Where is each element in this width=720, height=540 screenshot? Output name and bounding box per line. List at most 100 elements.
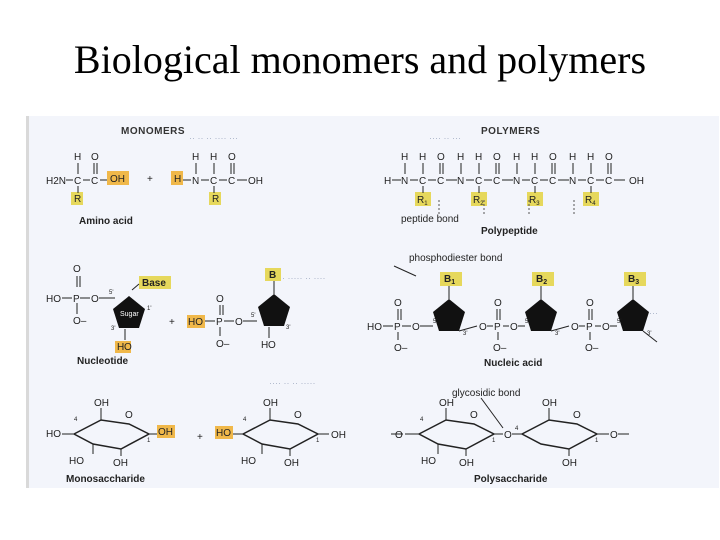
figure-canvas: ·· ·· ·· ···· ··· ···· ·· ··· ·· ····· ·… bbox=[46, 126, 658, 485]
nucleotide-label: Nucleotide bbox=[77, 356, 129, 367]
svg-text:3': 3' bbox=[286, 325, 290, 331]
polypeptide-c-alpha: C bbox=[419, 176, 426, 187]
phosphate-p-atom: P bbox=[586, 322, 593, 333]
svg-text:4: 4 bbox=[243, 417, 247, 423]
polypeptide-c-alpha: C bbox=[587, 176, 594, 187]
carboxyl-oh-highlight bbox=[107, 171, 129, 185]
svg-text:OH: OH bbox=[248, 176, 263, 187]
base-highlight bbox=[624, 272, 646, 286]
svg-text:O: O bbox=[294, 410, 302, 421]
hexose-ring bbox=[72, 419, 151, 450]
svg-text:C: C bbox=[74, 176, 81, 187]
phosphodiester-bond-label: phosphodiester bond bbox=[409, 253, 502, 264]
svg-text:H: H bbox=[210, 152, 217, 163]
r-group-label: R2 bbox=[473, 195, 484, 207]
svg-text:HO: HO bbox=[367, 322, 382, 333]
3-prime-oh-highlight bbox=[115, 341, 131, 353]
polypeptide-h-atom: H bbox=[513, 152, 520, 163]
svg-text:O: O bbox=[610, 430, 618, 441]
svg-text:OH: OH bbox=[459, 458, 474, 469]
svg-text:·· ····· ·· ····: ·· ····· ·· ···· bbox=[279, 273, 325, 283]
polymers-header: POLYMERS bbox=[481, 126, 540, 137]
phosphate-o-atom: O bbox=[510, 322, 518, 333]
svg-text:N: N bbox=[192, 176, 199, 187]
polysaccharide-structure: O 4 O OH OH HO 1 O 4 O OH OH 1 O bbox=[391, 397, 629, 469]
base-highlight bbox=[139, 276, 171, 289]
plus-sign: + bbox=[147, 174, 153, 185]
polypeptide-n-atom: N bbox=[513, 176, 520, 187]
monosaccharide-structure: HO 4 O 1 OH OH HO OH + HO 4 O 1 OH OH HO… bbox=[46, 398, 346, 469]
phosphate-o-atom: O bbox=[494, 298, 502, 309]
polypeptide-c-alpha: C bbox=[475, 176, 482, 187]
svg-text:1': 1' bbox=[147, 306, 151, 312]
svg-text:HO: HO bbox=[216, 428, 231, 439]
prime-label: 5' bbox=[617, 319, 621, 325]
svg-text:OH: OH bbox=[113, 458, 128, 469]
svg-text:H: H bbox=[192, 152, 199, 163]
svg-text:5': 5' bbox=[251, 313, 255, 319]
svg-text:O: O bbox=[91, 294, 99, 305]
polypeptide-n-atom: N bbox=[569, 176, 576, 187]
svg-text:O: O bbox=[268, 340, 276, 351]
svg-text:1: 1 bbox=[316, 438, 320, 444]
polypeptide-h-atom: H bbox=[569, 152, 576, 163]
svg-text:O–: O– bbox=[73, 316, 87, 327]
svg-text:···· ·· ·· ·····: ···· ·· ·· ····· bbox=[269, 378, 315, 388]
svg-text:O–: O– bbox=[394, 343, 408, 354]
structure-stroke bbox=[458, 325, 478, 332]
svg-text:O: O bbox=[573, 410, 581, 421]
svg-text:1: 1 bbox=[147, 438, 151, 444]
phosphate-o-atom: O bbox=[586, 298, 594, 309]
svg-text:4: 4 bbox=[515, 426, 519, 432]
svg-text:·· ·· ·· ···· ···: ·· ·· ·· ···· ··· bbox=[189, 133, 238, 143]
sugar-pentagon bbox=[525, 299, 557, 331]
slide-title: Biological monomers and polymers bbox=[73, 37, 647, 82]
sugar-pentagon bbox=[617, 299, 649, 331]
polypeptide-o-atom: O bbox=[605, 152, 613, 163]
phosphate-p-atom: P bbox=[494, 322, 501, 333]
peptide-bond-label: peptide bond bbox=[401, 214, 459, 225]
svg-text:R: R bbox=[212, 194, 219, 205]
r-group-highlight bbox=[583, 192, 599, 206]
svg-text:O: O bbox=[470, 410, 478, 421]
nucleotide-structure: Base O HO P O O– 5' Sugar 1' 3' H O + HO… bbox=[46, 264, 290, 353]
amino-acid-structure: H2N C H R C O OH + H N H C H R C O bbox=[46, 152, 263, 205]
sugar-label: Sugar bbox=[120, 311, 139, 318]
svg-text:1: 1 bbox=[595, 438, 599, 444]
monomers-polymers-figure: ·· ·· ·· ···· ··· ···· ·· ··· ·· ····· ·… bbox=[26, 116, 719, 488]
base-highlight bbox=[440, 272, 462, 286]
svg-text:HO: HO bbox=[69, 456, 84, 467]
svg-text:P: P bbox=[394, 322, 401, 333]
polysaccharide-label: Polysaccharide bbox=[474, 474, 548, 485]
polypeptide-o-atom: O bbox=[549, 152, 557, 163]
base-label: B1 bbox=[444, 274, 455, 286]
svg-text:+: + bbox=[197, 432, 203, 443]
prime-label: 3' bbox=[555, 331, 559, 337]
polypeptide-n-atom: N bbox=[401, 176, 408, 187]
polypeptide-label: Polypeptide bbox=[481, 226, 538, 237]
base-label: B2 bbox=[536, 274, 547, 286]
amino-group-label: H2N bbox=[46, 176, 66, 187]
hexose-ring-2 bbox=[520, 419, 599, 450]
svg-text:···: ··· bbox=[649, 308, 658, 318]
svg-text:HO: HO bbox=[188, 317, 203, 328]
svg-text:B: B bbox=[269, 270, 276, 281]
polypeptide-n-atom: N bbox=[457, 176, 464, 187]
polypeptide-o-atom: O bbox=[437, 152, 445, 163]
polypeptide-c-alpha: C bbox=[531, 176, 538, 187]
r-group-highlight bbox=[71, 192, 83, 205]
svg-text:HO: HO bbox=[46, 429, 61, 440]
base-label: Base bbox=[142, 278, 166, 289]
svg-text:···· ·· ···: ···· ·· ··· bbox=[429, 133, 461, 143]
carboxyl-oh-label: OH bbox=[110, 174, 125, 185]
polypeptide-h-atom: H bbox=[587, 152, 594, 163]
svg-text:O: O bbox=[91, 152, 99, 163]
svg-text:H: H bbox=[261, 340, 268, 351]
svg-text:4: 4 bbox=[74, 417, 78, 423]
svg-text:O: O bbox=[216, 294, 224, 305]
svg-text:H: H bbox=[174, 174, 181, 185]
monosaccharide-label: Monosaccharide bbox=[66, 474, 145, 485]
svg-text:HO: HO bbox=[46, 294, 61, 305]
polypeptide-h-atom: H bbox=[531, 152, 538, 163]
